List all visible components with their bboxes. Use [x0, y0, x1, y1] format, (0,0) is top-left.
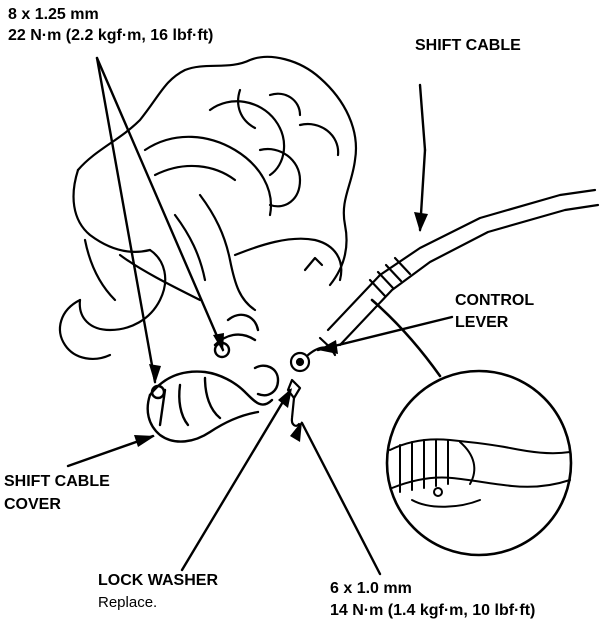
detail-inset: [370, 298, 573, 557]
shift-cable-label: SHIFT CABLE: [415, 37, 521, 54]
top-bolt-size: 8 x 1.25 mm: [8, 6, 99, 23]
leader-lines: [66, 56, 454, 576]
shift-cable-cover-label-line1: SHIFT CABLE: [4, 473, 110, 490]
transmission-housing: [58, 55, 358, 360]
control-lever-label-line2: LEVER: [455, 314, 509, 331]
bottom-bolt-torque: 14 N·m (1.4 kgf·m, 10 lbf·ft): [330, 602, 536, 619]
lock-washer-note: Replace.: [98, 594, 158, 611]
lock-washer-label: LOCK WASHER: [98, 572, 218, 589]
shift-cable-shape: [318, 188, 600, 354]
bottom-bolt-size: 6 x 1.0 mm: [330, 580, 412, 597]
arrowheads: [134, 212, 428, 447]
shift-cable-cover-label-line2: COVER: [4, 496, 61, 513]
shift-cable-cover-shape: [146, 313, 280, 443]
control-lever-label-line1: CONTROL: [455, 292, 535, 309]
top-bolt-torque: 22 N·m (2.2 kgf·m, 16 lbf·ft): [8, 27, 214, 44]
control-lever-shape: [286, 256, 337, 427]
